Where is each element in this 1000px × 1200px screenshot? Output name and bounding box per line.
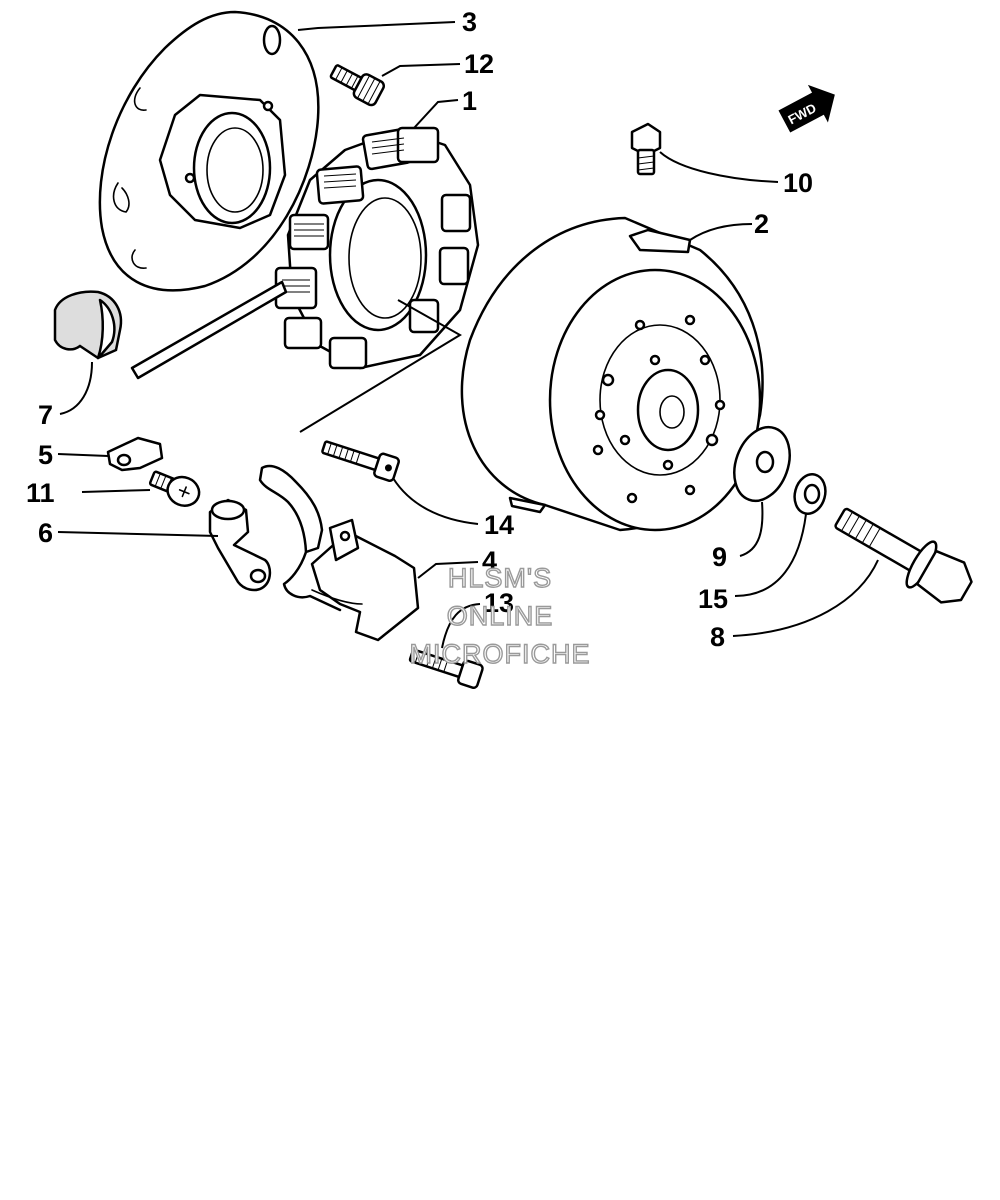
grommet-part[interactable]	[53, 290, 123, 360]
pickup-arm-part[interactable]	[208, 498, 272, 592]
leader-6	[57, 531, 219, 537]
leader-10	[659, 151, 779, 183]
bolt-13-part[interactable]	[408, 644, 484, 690]
bolt-10-part[interactable]	[630, 122, 662, 176]
pulser-coil-part[interactable]	[258, 464, 420, 642]
alignment-line	[299, 299, 462, 433]
leader-1	[413, 99, 459, 129]
bolt-12-part[interactable]	[327, 59, 386, 107]
leader-2	[689, 223, 753, 241]
callout-10: 10	[783, 168, 813, 198]
clamp-part[interactable]	[106, 436, 164, 472]
callout-12: 12	[464, 49, 494, 79]
leader-11	[81, 489, 151, 493]
leader-7	[59, 361, 93, 415]
callout-11: 11	[26, 478, 55, 508]
flywheel-part[interactable]	[460, 216, 764, 532]
callout-3: 3	[462, 7, 477, 37]
leader-4	[417, 561, 479, 579]
leader-5	[57, 453, 109, 457]
leader-8	[732, 559, 879, 637]
callout-15: 15	[698, 584, 728, 614]
callout-7: 7	[38, 400, 53, 430]
watermark-line-1: HLSM'S	[448, 563, 552, 593]
watermark: HLSM'S ONLINE MICROFICHE	[409, 562, 591, 669]
bolt-14-part[interactable]	[320, 435, 400, 482]
leader-12	[381, 63, 461, 77]
watermark-line-3: MICROFICHE	[410, 639, 591, 669]
callout-numbers: 3 12 1 2 10 7 5 11 6 14 4 13 9 15 8	[26, 7, 813, 652]
flange-bolt-part[interactable]	[827, 495, 979, 613]
shaft-line	[130, 280, 288, 380]
callout-14: 14	[484, 510, 514, 540]
callout-4: 4	[482, 546, 497, 576]
stator-part[interactable]	[274, 126, 480, 370]
leader-9	[739, 501, 764, 557]
callout-5: 5	[38, 440, 53, 470]
leader-15	[734, 513, 807, 597]
leader-13	[441, 603, 481, 649]
callout-9: 9	[712, 542, 727, 572]
callout-8: 8	[710, 622, 725, 652]
leader-3	[297, 21, 456, 31]
watermark-line-2: ONLINE	[447, 601, 554, 631]
washer-part[interactable]	[725, 419, 800, 508]
lock-washer-part[interactable]	[790, 471, 829, 517]
callout-6: 6	[38, 518, 53, 548]
screw-11-part[interactable]	[147, 466, 204, 511]
callout-1: 1	[462, 86, 477, 116]
callout-13: 13	[484, 588, 514, 618]
backing-plate-part[interactable]	[98, 10, 320, 292]
forward-arrow-icon: FWD	[778, 84, 835, 133]
leader-14	[392, 477, 479, 525]
leader-lines	[57, 21, 879, 649]
callout-2: 2	[754, 209, 769, 239]
